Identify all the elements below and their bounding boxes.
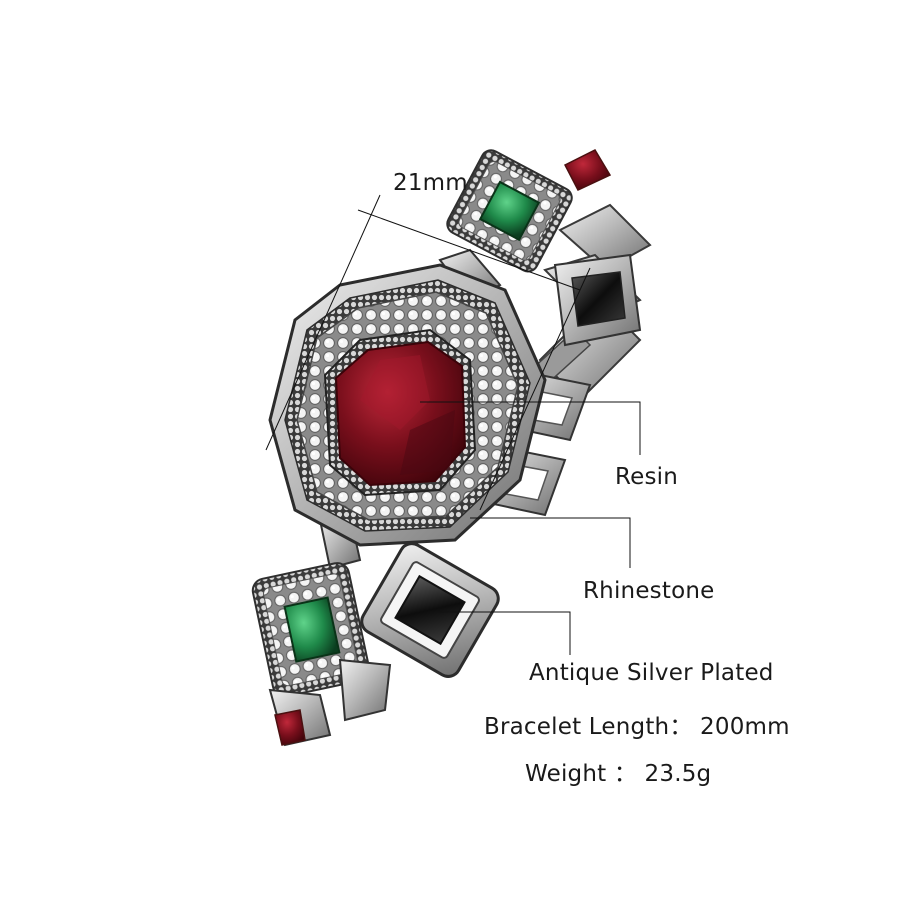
rhinestone-leader-line (470, 517, 631, 568)
dimension-label: 21mm (393, 170, 468, 196)
black-stone-link-lower (360, 542, 500, 678)
annotation-lines (265, 194, 641, 655)
resin-label: Resin (615, 464, 679, 490)
dimension-line-right (479, 267, 591, 511)
black-stone-link-upper (553, 253, 642, 347)
plating-label: Antique Silver Plated (529, 660, 774, 686)
rhinestone-label: Rhinestone (583, 578, 715, 604)
plating-leader-line (430, 611, 571, 655)
resin-leader-line (420, 401, 641, 455)
green-stone-charm-upper (446, 149, 573, 273)
weight-spec: Weight ： 23.5g (525, 761, 712, 787)
dimension-line-top (357, 209, 581, 291)
bracelet-length-spec: Bracelet Length： 200mm (484, 714, 790, 740)
lower-chain-links (268, 658, 392, 747)
main-resin-stone-setting (268, 263, 547, 547)
dimension-line-left (265, 194, 381, 451)
